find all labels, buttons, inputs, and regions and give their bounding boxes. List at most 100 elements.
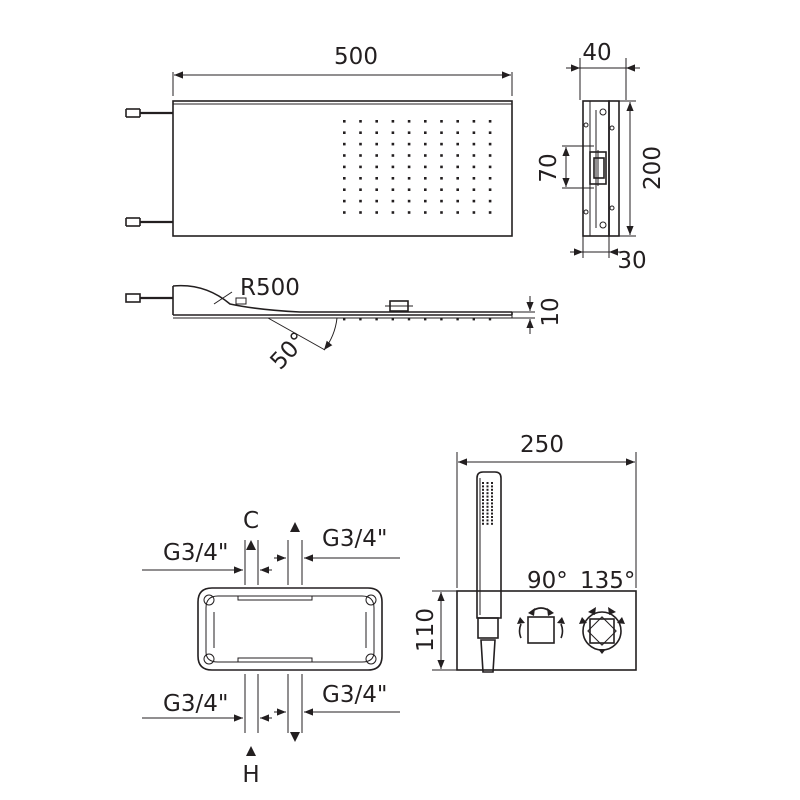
hand-hole	[491, 488, 493, 491]
nozzle-dot	[472, 199, 476, 203]
nozzle-dot	[472, 131, 476, 134]
nozzle-dot	[456, 165, 459, 169]
nozzle-dot	[488, 154, 492, 157]
nozzle-dot	[359, 211, 362, 214]
profile-nozzle-dot	[359, 318, 362, 321]
hand-hole	[482, 512, 484, 515]
nozzle-dot	[391, 199, 395, 203]
nozzle-dot	[375, 154, 378, 157]
dim-width-250: 250	[520, 432, 564, 458]
cold-label: C	[243, 508, 259, 534]
hand-hole	[482, 505, 484, 508]
thread-bottom-right: G3/4"	[322, 682, 387, 708]
nozzle-dot	[359, 120, 362, 123]
hand-hole	[482, 522, 484, 525]
hand-hole	[491, 519, 493, 522]
hot-label: H	[242, 762, 259, 788]
dim-height-200: 200	[640, 146, 666, 190]
hand-hole	[486, 482, 489, 484]
hand-hole	[486, 492, 489, 495]
nozzle-dot	[343, 142, 346, 146]
nozzle-dot	[375, 211, 378, 214]
nozzle-dot	[343, 211, 346, 214]
nozzle-dot	[472, 177, 476, 180]
hand-shower	[476, 471, 502, 673]
nozzle-dot	[440, 165, 443, 169]
dim-depth-40: 40	[582, 40, 611, 66]
dim-depth-30: 30	[617, 248, 646, 274]
angle-135-label: 135°	[580, 568, 635, 594]
hand-hole	[486, 502, 489, 505]
thread-top-right: G3/4"	[322, 526, 387, 552]
nozzle-dot	[407, 165, 411, 169]
angle-label: 50°	[265, 327, 312, 375]
nozzle-dot	[488, 142, 492, 146]
hand-hole	[491, 485, 493, 488]
nozzle-dot	[424, 154, 427, 157]
nozzle-dot	[375, 165, 378, 169]
nozzle-dot	[343, 120, 346, 123]
nozzle-dot	[488, 199, 492, 203]
nozzle-dot	[375, 199, 378, 203]
nozzle-dot	[359, 199, 362, 203]
hand-hole	[491, 495, 493, 498]
nozzle-dot	[391, 142, 395, 146]
hand-hole	[491, 502, 493, 505]
profile-nozzle-dot	[375, 318, 378, 321]
hand-hole	[486, 519, 489, 522]
hand-hole	[486, 485, 489, 488]
nozzle-grid	[343, 120, 492, 214]
nozzle-dot	[456, 120, 459, 123]
nozzle-dot	[407, 142, 411, 146]
nozzle-dot	[343, 131, 346, 134]
radius-label: R500	[240, 275, 300, 301]
hand-hole	[482, 519, 484, 522]
nozzle-dot	[456, 188, 459, 191]
hand-hole	[491, 512, 493, 515]
profile-nozzle-dot	[488, 318, 492, 321]
nozzle-dot	[488, 120, 492, 123]
nozzle-dot	[375, 131, 378, 134]
nozzle-dot	[424, 188, 427, 191]
profile-nozzle-dot	[472, 318, 475, 321]
nozzle-dot	[472, 142, 476, 146]
nozzle-dot	[391, 154, 395, 157]
nozzle-dot	[375, 120, 378, 123]
nozzle-dot	[375, 142, 378, 146]
nozzle-dot	[456, 199, 459, 203]
hand-hole	[486, 512, 489, 515]
nozzle-dot	[407, 154, 411, 157]
nozzle-dot	[424, 199, 427, 203]
nozzle-dot	[391, 120, 395, 123]
nozzle-dot	[375, 177, 378, 180]
hand-hole	[491, 499, 493, 501]
nozzle-dot	[456, 177, 459, 180]
profile-nozzle-dot	[391, 318, 394, 321]
hand-hole	[486, 495, 489, 498]
profile-nozzle-dot	[343, 318, 346, 321]
hand-hole	[491, 509, 493, 512]
mixer-view: 250 110 90°	[413, 432, 637, 673]
knob-90: 90°	[517, 568, 568, 644]
nozzle-dot	[440, 211, 443, 214]
shower-head-side-view: 40 70 200 30	[536, 40, 666, 274]
nozzle-dot	[359, 177, 362, 180]
nozzle-dot	[343, 199, 346, 203]
nozzle-dot	[407, 120, 411, 123]
nozzle-dot	[472, 154, 476, 157]
profile-nozzle-dot	[456, 318, 459, 321]
hand-shower-holes	[482, 482, 493, 525]
angle-90-label: 90°	[527, 568, 568, 594]
thread-top-left: G3/4"	[163, 540, 228, 566]
nozzle-dot	[472, 165, 476, 169]
hand-hole	[482, 482, 484, 484]
hand-hole	[482, 488, 484, 491]
connection-box-view: C G3/4" G3/4" H G3/4" G3/4"	[142, 508, 400, 788]
nozzle-dot	[440, 154, 443, 157]
nozzle-dot	[472, 211, 476, 214]
nozzle-dot	[359, 165, 362, 169]
nozzle-dot	[424, 165, 427, 169]
nozzle-dot	[456, 154, 459, 157]
nozzle-dot	[359, 142, 362, 146]
nozzle-dot	[488, 177, 492, 180]
